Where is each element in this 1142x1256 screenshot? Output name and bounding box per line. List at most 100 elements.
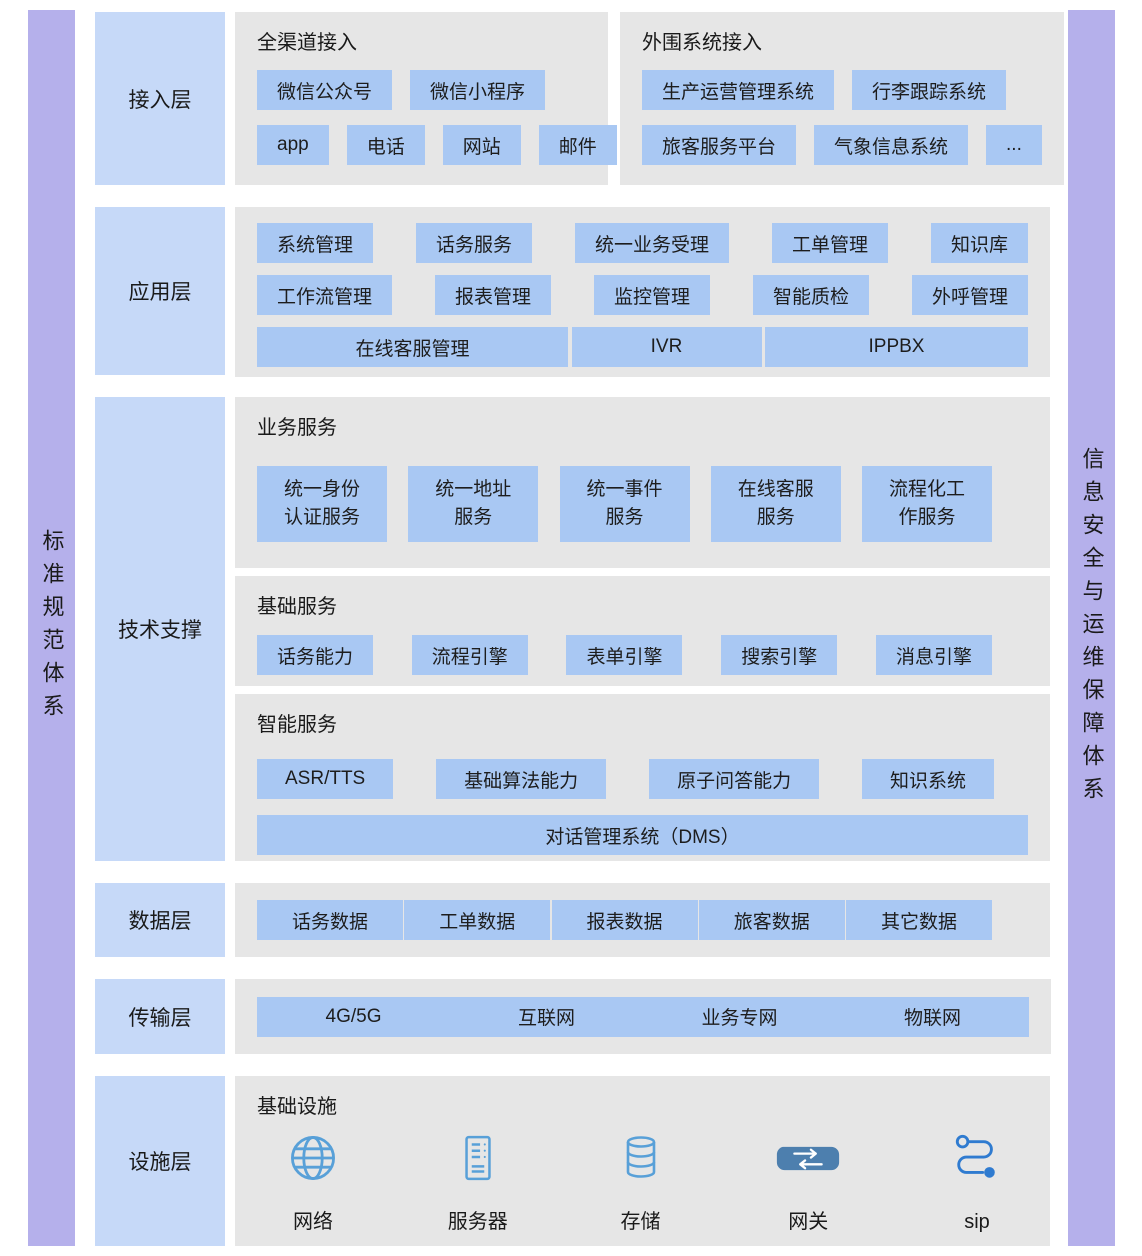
transport-row: 4G/5G 互联网 业务专网 物联网 (257, 996, 1029, 1037)
module-box: 旅客服务平台 (642, 125, 797, 165)
module-box: 行李跟踪系统 (852, 70, 1007, 110)
module-box: 话务服务 (415, 223, 532, 263)
external-systems-row-1: 生产运营管理系统 行李跟踪系统 (642, 70, 1042, 110)
module-box: 工单数据 (404, 900, 551, 940)
module-box: 对话管理系统（DMS） (257, 815, 1028, 855)
transport-layer-row: 传输层 4G/5G 互联网 业务专网 物联网 (95, 979, 1051, 1054)
basic-services-panel: 基础服务 话务能力 流程引擎 表单引擎 搜索引擎 消息引擎 (235, 576, 1050, 686)
module-box: 旅客数据 (698, 900, 845, 940)
module-box: 流程引擎 (411, 635, 528, 675)
module-box: 搜索引擎 (721, 635, 838, 675)
business-services-row: 统一身份 认证服务 统一地址 服务 统一事件 服务 在线客服 服务 流程化工 作… (257, 466, 1028, 542)
infrastructure-item-gateway: 网关 (773, 1127, 843, 1234)
infrastructure-item-label: 服务器 (447, 1211, 508, 1233)
data-layer-row: 数据层 话务数据 工单数据 报表数据 旅客数据 其它数据 (95, 883, 1050, 957)
module-box: 微信公众号 (257, 70, 393, 110)
module-box: 气象信息系统 (814, 125, 969, 165)
access-layer-row: 接入层 全渠道接入 微信公众号 微信小程序 app 电话 网站 邮件 (95, 12, 1064, 185)
module-box: ASR/TTS (257, 759, 394, 799)
module-box: 话务能力 (257, 635, 374, 675)
module-box: 表单引擎 (566, 635, 683, 675)
application-layer-row: 应用层 系统管理 话务服务 统一业务受理 工单管理 知识库 工作流管理 报表管理… (95, 207, 1050, 377)
business-services-title: 业务服务 (257, 417, 337, 439)
module-box: 在线客服管理 (257, 327, 568, 367)
module-box: 电话 (346, 125, 425, 165)
module-box: 消息引擎 (875, 635, 992, 675)
facility-layer-content: 基础设施 网络 (235, 1076, 1050, 1246)
module-box: 微信小程序 (410, 70, 546, 110)
module-box: 业务专网 (643, 996, 836, 1037)
infrastructure-title: 基础设施 (257, 1096, 337, 1118)
module-box: 知识库 (930, 223, 1028, 263)
module-box: 统一业务受理 (574, 223, 729, 263)
module-box: 工单管理 (771, 223, 888, 263)
basic-services-title: 基础服务 (257, 596, 337, 618)
module-box: IPPBX (765, 327, 1028, 367)
basic-services-row: 话务能力 流程引擎 表单引擎 搜索引擎 消息引擎 (257, 635, 1028, 675)
module-box: 流程化工 作服务 (862, 466, 992, 542)
infrastructure-item-label: sip (964, 1211, 990, 1233)
external-systems-panel: 外围系统接入 生产运营管理系统 行李跟踪系统 旅客服务平台 气象信息系统 ... (620, 12, 1064, 185)
module-box: 互联网 (450, 996, 643, 1037)
tech-support-layer-label: 技术支撑 (95, 397, 225, 861)
module-box: 基础算法能力 (436, 759, 607, 799)
infrastructure-item-network: 网络 (287, 1127, 339, 1234)
module-box: 报表管理 (434, 275, 551, 315)
gateway-icon (773, 1127, 843, 1189)
module-box: 知识系统 (861, 759, 994, 799)
application-layer-content: 系统管理 话务服务 统一业务受理 工单管理 知识库 工作流管理 报表管理 监控管… (235, 207, 1050, 377)
data-row: 话务数据 工单数据 报表数据 旅客数据 其它数据 (257, 900, 1028, 940)
module-box: 统一身份 认证服务 (257, 466, 387, 542)
module-box: 其它数据 (846, 900, 992, 940)
module-box: 统一事件 服务 (559, 466, 690, 542)
tech-support-content: 业务服务 统一身份 认证服务 统一地址 服务 统一事件 服务 在线客服 服务 流… (235, 397, 1050, 861)
module-box: 外呼管理 (911, 275, 1028, 315)
module-box: 在线客服 服务 (710, 466, 841, 542)
data-layer-label: 数据层 (95, 883, 225, 957)
layers-column: 接入层 全渠道接入 微信公众号 微信小程序 app 电话 网站 邮件 (95, 12, 1064, 1246)
module-box: 系统管理 (257, 223, 374, 263)
business-services-panel: 业务服务 统一身份 认证服务 统一地址 服务 统一事件 服务 在线客服 服务 流… (235, 397, 1050, 568)
infrastructure-item-storage: 存储 (617, 1127, 665, 1234)
infrastructure-row: 网络 (257, 1127, 1028, 1234)
omni-channel-panel: 全渠道接入 微信公众号 微信小程序 app 电话 网站 邮件 (235, 12, 617, 185)
module-box: 生产运营管理系统 (642, 70, 835, 110)
omni-channel-title: 全渠道接入 (257, 32, 357, 54)
module-box: app (257, 125, 329, 165)
intelligent-services-panel: 智能服务 ASR/TTS 基础算法能力 原子问答能力 知识系统 对话管理系统（D… (235, 694, 1050, 861)
facility-layer-row: 设施层 基础设施 网络 (95, 1076, 1050, 1246)
application-row-1: 系统管理 话务服务 统一业务受理 工单管理 知识库 (257, 223, 1028, 263)
sip-icon (952, 1127, 1002, 1189)
module-box: IVR (571, 327, 762, 367)
module-box: 统一地址 服务 (408, 466, 539, 542)
module-box: 报表数据 (551, 900, 698, 940)
data-layer-content: 话务数据 工单数据 报表数据 旅客数据 其它数据 (235, 883, 1050, 957)
application-row-3: 在线客服管理 IVR IPPBX (257, 327, 1028, 367)
infrastructure-item-label: 网络 (293, 1211, 333, 1233)
access-layer-label: 接入层 (95, 12, 225, 185)
security-ops-pillar-label: 信息安全与运维保障体系 (1079, 446, 1105, 810)
standards-pillar: 标准规范体系 (28, 10, 75, 1246)
storage-icon (617, 1127, 665, 1189)
server-icon (453, 1127, 503, 1189)
omni-channel-row-1: 微信公众号 微信小程序 (257, 70, 586, 110)
external-systems-title: 外围系统接入 (642, 32, 762, 54)
data-panel: 话务数据 工单数据 报表数据 旅客数据 其它数据 (235, 883, 1050, 957)
security-ops-pillar: 信息安全与运维保障体系 (1068, 10, 1115, 1246)
facility-layer-label: 设施层 (95, 1076, 225, 1246)
module-box: 4G/5G (257, 996, 450, 1037)
globe-icon (287, 1127, 339, 1189)
intelligent-services-title: 智能服务 (257, 714, 337, 736)
infrastructure-item-sip: sip (952, 1127, 1002, 1234)
module-box: 网站 (442, 125, 521, 165)
application-layer-label: 应用层 (95, 207, 225, 375)
module-box: 物联网 (836, 996, 1029, 1037)
omni-channel-row-2: app 电话 网站 邮件 (257, 125, 617, 165)
transport-layer-content: 4G/5G 互联网 业务专网 物联网 (235, 979, 1051, 1054)
external-systems-row-2: 旅客服务平台 气象信息系统 ... (642, 125, 1042, 165)
transport-panel: 4G/5G 互联网 业务专网 物联网 (235, 979, 1051, 1054)
application-panel: 系统管理 话务服务 统一业务受理 工单管理 知识库 工作流管理 报表管理 监控管… (235, 207, 1050, 377)
access-layer-content: 全渠道接入 微信公众号 微信小程序 app 电话 网站 邮件 外围系统接入 (235, 12, 1064, 185)
infrastructure-panel: 基础设施 网络 (235, 1076, 1050, 1246)
